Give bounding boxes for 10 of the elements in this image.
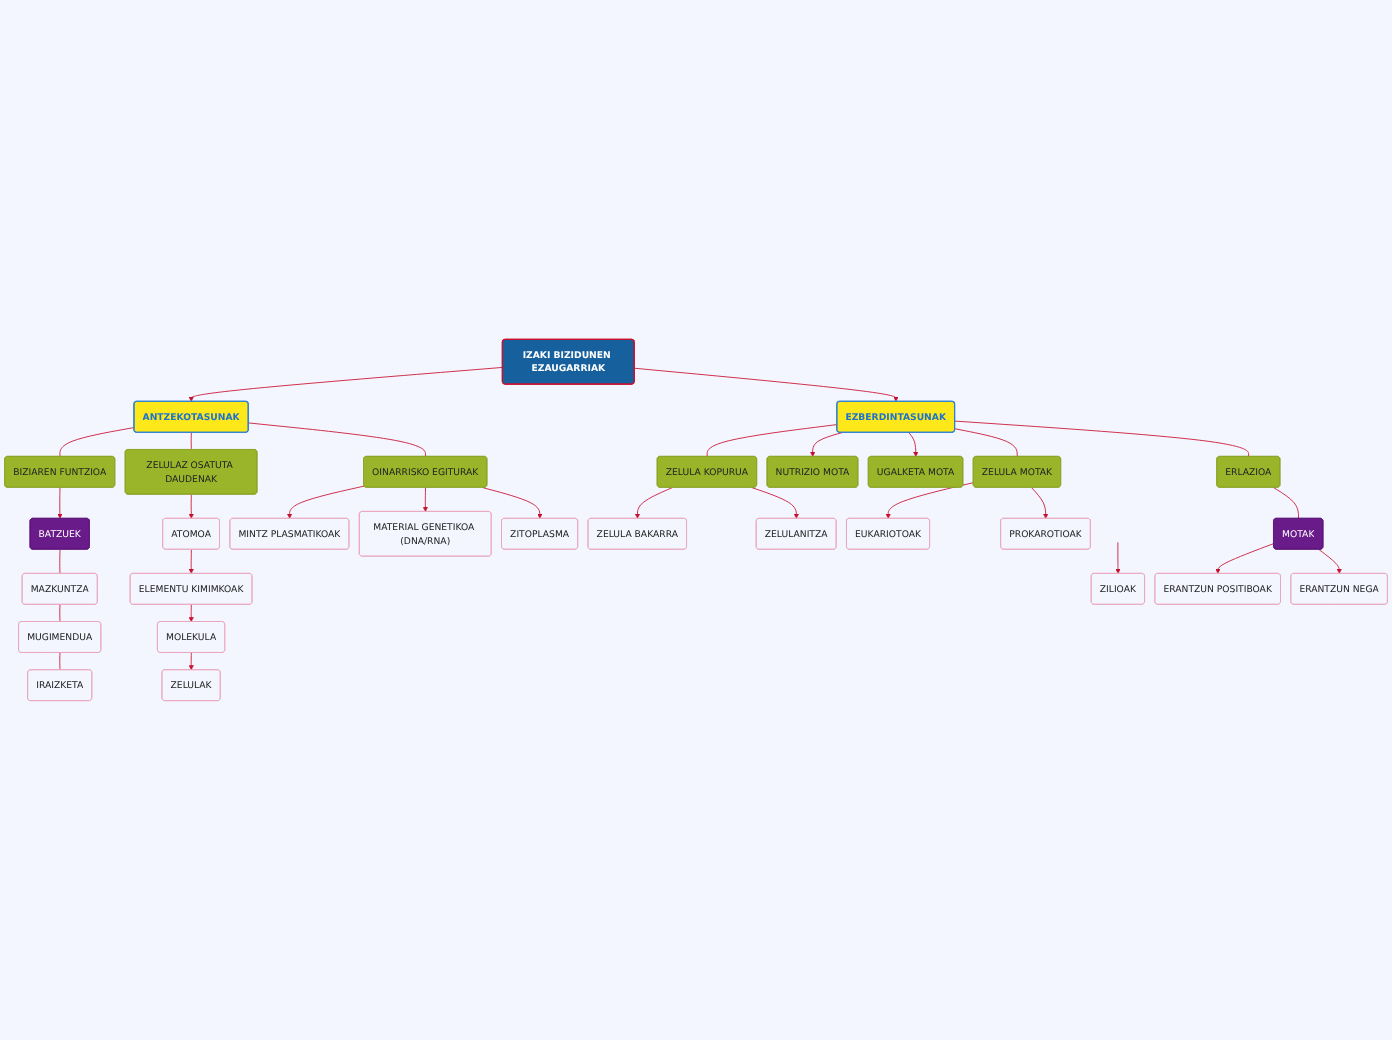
connector	[190, 432, 192, 451]
connector	[1273, 487, 1299, 519]
connector	[954, 420, 1250, 458]
connector	[59, 652, 61, 671]
connector	[59, 549, 61, 575]
connector	[248, 422, 426, 458]
connector	[59, 604, 61, 623]
connector	[954, 428, 1018, 458]
connector	[706, 424, 838, 458]
connector	[59, 427, 135, 458]
